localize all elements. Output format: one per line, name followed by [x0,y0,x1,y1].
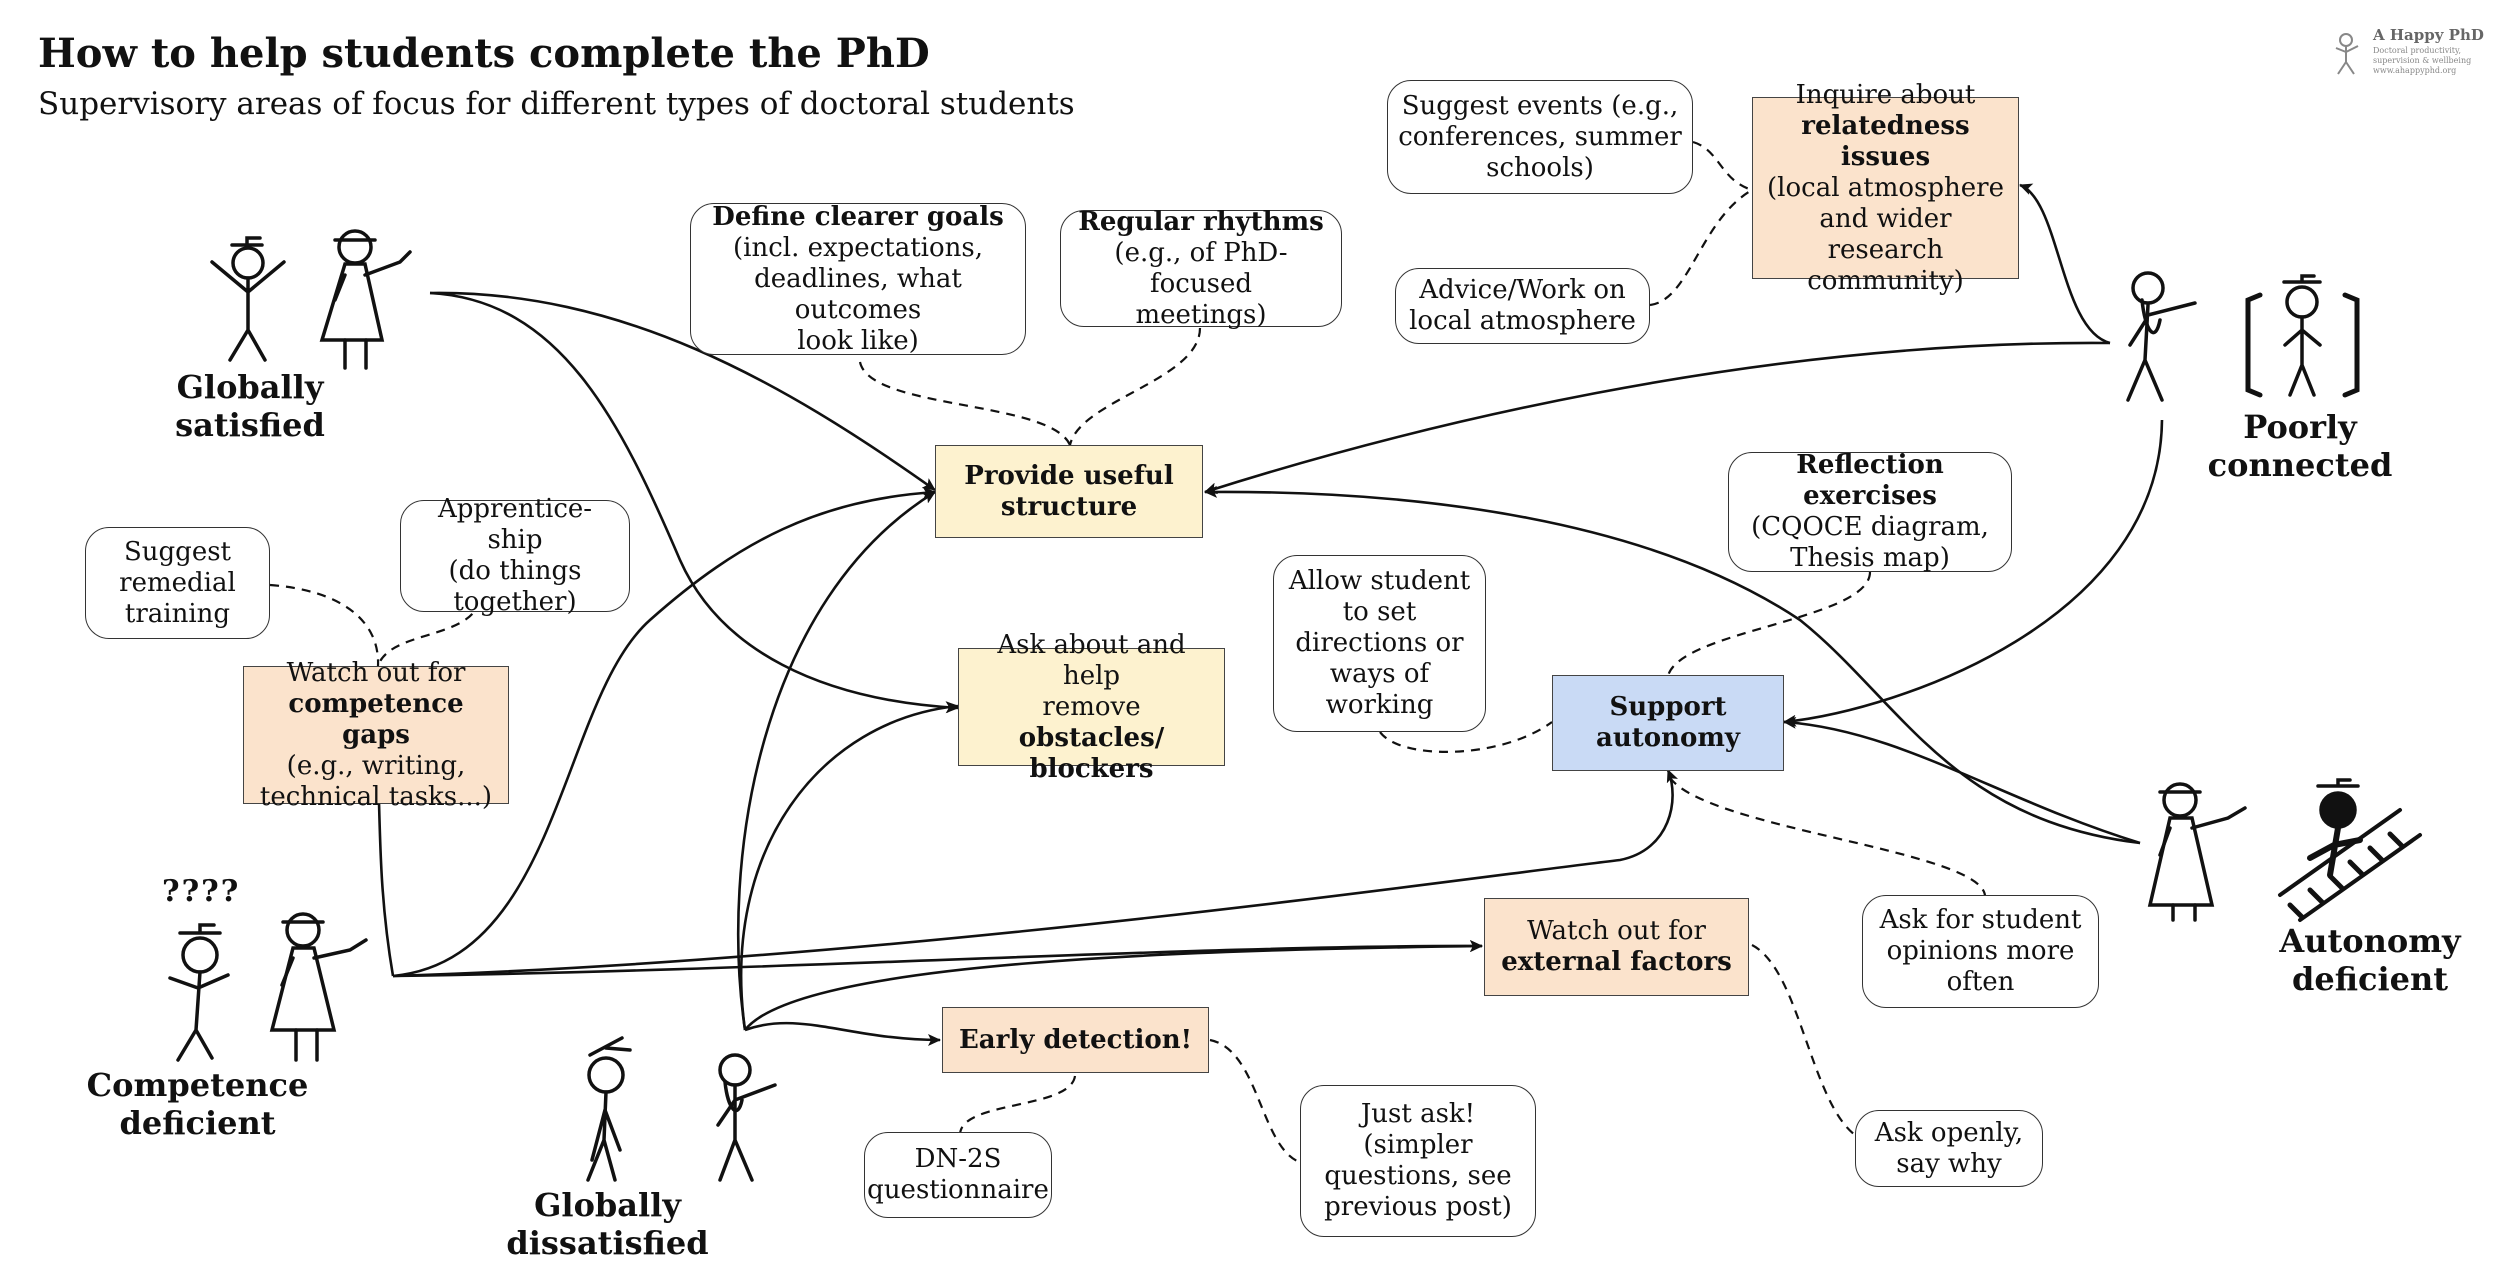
dash-reflection [1666,571,1872,677]
dash-opinions [1667,774,1987,899]
box-early-detection: Early detection! [942,1007,1209,1073]
arrow-connected-structure [1204,341,2111,495]
arrow-dissatisfied-obstacles [739,701,959,1031]
supervisor-figure-icon [319,229,412,370]
arrow-connected-autonomy [1783,419,2164,727]
dash-apprentice [376,599,482,667]
bearded-supervisor-icon [2126,271,2197,402]
bearded-supervisor-icon [716,1053,777,1182]
logo-title: A Happy PhD [2373,26,2484,44]
dash-rhythms [1068,327,1202,446]
arrow-connected-relatedness [2019,183,2111,345]
tip-reflection: Reflection exercises(CQOCE diagram,Thesi… [1728,450,2012,573]
supervisor-figure-icon [269,912,368,1062]
arrow-competence-external [392,939,1483,978]
dash-askopenly [1751,944,1856,1136]
dash-advice [1649,189,1753,307]
arrow-dissatisfied-external [743,940,1483,1031]
dash-remedial [269,583,380,667]
arrow-competence-structure [392,486,936,978]
arrow-competence-autonomy [392,769,1679,978]
page-title: How to help students complete the PhD [38,30,930,77]
student-figure-icon [210,236,286,362]
supervisor-figure-icon [2147,782,2247,922]
tip-suggest-events: Suggest events (e.g.,conferences, summer… [1387,80,1693,194]
logo-stick-figure-icon [2335,33,2359,75]
isolated-student-icon [2245,274,2360,398]
arrow-autonomy-support [1783,716,2141,845]
arrow-satisfied-obstacles [429,291,959,714]
tip-ask-openly: Ask openly,say why [1855,1110,2043,1187]
confused-student-icon [168,923,230,1062]
student-on-rails-icon [2278,778,2422,922]
page-subtitle: Supervisory areas of focus for different… [38,86,1075,122]
tip-define-goals: Define clearer goals(incl. expectations,… [690,202,1026,356]
logo-tagline: Doctoral productivity, supervision & wel… [2373,46,2472,75]
arrow-autonomy-structure [1204,485,2141,845]
dash-goals [858,361,1072,446]
arrow-dissatisfied-structure [736,490,936,1031]
question-marks: ???? [162,874,241,909]
arrow-satisfied-structure [429,291,936,492]
dash-justask [1209,1038,1303,1165]
dash-dn2s [958,1075,1077,1136]
dash-events [1692,140,1753,192]
sad-student-icon [586,1036,632,1182]
logo: A Happy PhD Doctoral productivity, super… [2328,22,2484,84]
arrow-dissatisfied-early [744,1021,941,1046]
